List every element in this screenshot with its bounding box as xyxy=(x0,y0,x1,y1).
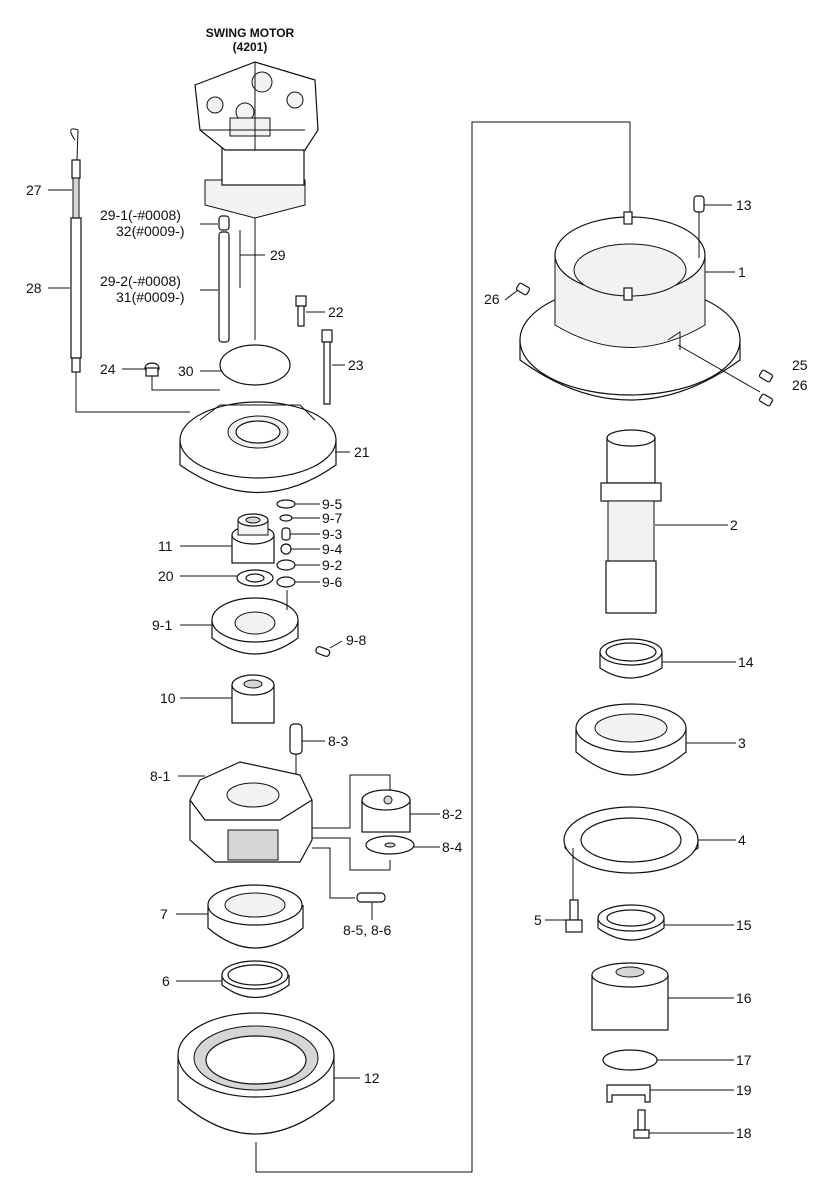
leader-lines xyxy=(48,189,736,1134)
lock-plate-part-19 xyxy=(606,1084,651,1103)
ring-part-6 xyxy=(221,960,290,998)
label-25: 25 xyxy=(792,357,808,373)
washer-part-8-4 xyxy=(365,835,415,855)
label-11: 11 xyxy=(158,538,173,554)
label-2: 2 xyxy=(730,517,738,533)
gear-part-10 xyxy=(231,674,275,724)
plug-leader xyxy=(677,344,761,393)
housing-part-1 xyxy=(519,211,741,401)
assembly-connector-line xyxy=(255,121,631,1173)
plate-part-4 xyxy=(563,806,699,874)
bearing-part-7 xyxy=(207,884,304,949)
carrier-part-8-1 xyxy=(189,761,391,899)
bolt-part-23 xyxy=(321,329,333,405)
plug-part-26-left xyxy=(515,282,531,296)
label-31: 31(#0009-) xyxy=(116,289,185,305)
swing-motor-illustration xyxy=(194,61,319,219)
washer-part-20 xyxy=(236,569,274,587)
ring-gear-part-12 xyxy=(177,1012,335,1135)
label-13: 13 xyxy=(736,197,752,213)
label-32: 32(#0009-) xyxy=(116,223,185,239)
part-labels: 27 28 29-1(-#0008) 32(#0009-) 29-2(-#000… xyxy=(26,182,808,1141)
label-19: 19 xyxy=(736,1082,752,1098)
label-26-left: 26 xyxy=(484,291,500,307)
label-8-2: 8-2 xyxy=(442,806,462,822)
dipstick-part-27-28 xyxy=(70,128,190,413)
bolt-part-5 xyxy=(565,848,583,933)
ring-part-14 xyxy=(599,638,663,679)
label-9-6: 9-6 xyxy=(322,574,342,590)
pin-part-8-5 xyxy=(356,892,386,903)
plate-part-17 xyxy=(602,1049,658,1071)
label-28: 28 xyxy=(26,280,42,296)
label-24: 24 xyxy=(100,361,116,377)
label-7: 7 xyxy=(160,906,168,922)
label-14: 14 xyxy=(738,654,754,670)
label-10: 10 xyxy=(160,690,176,706)
label-21: 21 xyxy=(354,444,370,460)
label-9-2: 9-2 xyxy=(322,557,342,573)
label-30: 30 xyxy=(178,363,194,379)
label-27: 27 xyxy=(26,182,42,198)
o-ring-part-30 xyxy=(219,344,291,386)
small-parts-9 xyxy=(276,499,296,588)
label-20: 20 xyxy=(158,568,174,584)
label-9-5: 9-5 xyxy=(322,496,342,512)
cover-part-21 xyxy=(179,401,337,494)
plug-part-26-right xyxy=(758,393,774,407)
shaft-part-2 xyxy=(600,429,662,614)
bolt-part-22 xyxy=(295,295,307,327)
label-9-7: 9-7 xyxy=(322,510,342,526)
gear-part-8-2 xyxy=(361,789,411,833)
label-29: 29 xyxy=(270,247,286,263)
title-line2: (4201) xyxy=(233,40,268,54)
plug-part-24 xyxy=(144,362,220,391)
label-29-2: 29-2(-#0008) xyxy=(100,273,181,289)
label-17: 17 xyxy=(736,1052,752,1068)
label-29-1: 29-1(-#0008) xyxy=(100,207,181,223)
label-16: 16 xyxy=(736,990,752,1006)
label-9-8: 9-8 xyxy=(346,632,366,648)
label-22: 22 xyxy=(328,304,344,320)
label-9-4: 9-4 xyxy=(322,541,342,557)
label-8-3: 8-3 xyxy=(328,733,348,749)
label-1: 1 xyxy=(738,264,746,280)
seal-part-15 xyxy=(597,904,665,941)
label-9-3: 9-3 xyxy=(322,526,342,542)
label-18: 18 xyxy=(736,1125,752,1141)
label-6: 6 xyxy=(162,973,170,989)
carrier-part-9-1 xyxy=(211,590,331,657)
label-8-5-8-6: 8-5, 8-6 xyxy=(343,922,391,938)
label-3: 3 xyxy=(738,735,746,751)
label-15: 15 xyxy=(736,917,752,933)
pin-parts-29 xyxy=(218,215,241,343)
label-8-4: 8-4 xyxy=(442,839,462,855)
label-12: 12 xyxy=(364,1070,380,1086)
bearing-part-3 xyxy=(575,703,687,776)
label-5: 5 xyxy=(534,912,542,928)
plug-part-25 xyxy=(758,369,774,383)
title-line1: SWING MOTOR xyxy=(206,26,295,40)
gear-part-11 xyxy=(231,513,275,564)
swing-motor-title: SWING MOTOR (4201) xyxy=(206,26,295,54)
label-4: 4 xyxy=(738,832,746,848)
label-26-right: 26 xyxy=(792,377,808,393)
pinion-part-16 xyxy=(591,962,669,1031)
label-9-1: 9-1 xyxy=(152,617,172,633)
label-23: 23 xyxy=(348,357,364,373)
bolt-part-18 xyxy=(633,1109,650,1139)
label-8-1: 8-1 xyxy=(150,768,170,784)
pin-part-13 xyxy=(693,195,705,213)
